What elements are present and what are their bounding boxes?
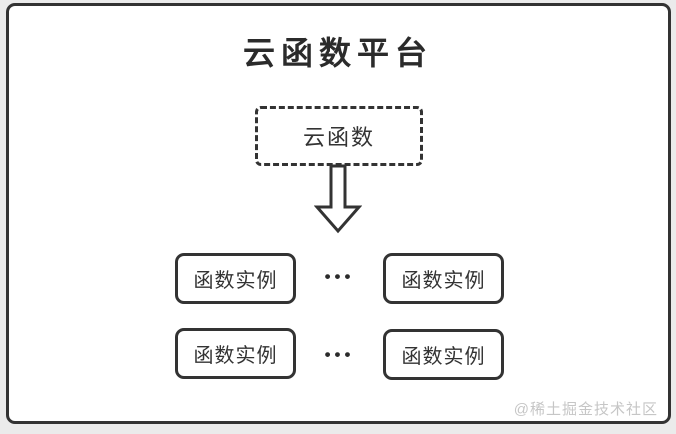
ellipsis-dots: ••• [324, 267, 355, 286]
function-instance-node: 函数实例 [383, 329, 504, 380]
function-instance-label: 函数实例 [193, 270, 278, 292]
cloud-function-label: 云函数 [302, 125, 375, 150]
down-arrow-icon [314, 164, 362, 234]
watermark: @稀土掘金技术社区 [513, 401, 658, 418]
function-instance-node: 函数实例 [175, 253, 296, 304]
function-instance-node: 函数实例 [383, 253, 504, 304]
cloud-function-node: 云函数 [255, 106, 423, 166]
function-instance-node: 函数实例 [175, 328, 296, 379]
function-instance-label: 函数实例 [401, 270, 486, 292]
ellipsis-dots: ••• [324, 345, 355, 364]
function-instance-label: 函数实例 [401, 346, 486, 368]
diagram-title: 云函数平台 [242, 35, 433, 71]
function-instance-label: 函数实例 [193, 345, 278, 367]
